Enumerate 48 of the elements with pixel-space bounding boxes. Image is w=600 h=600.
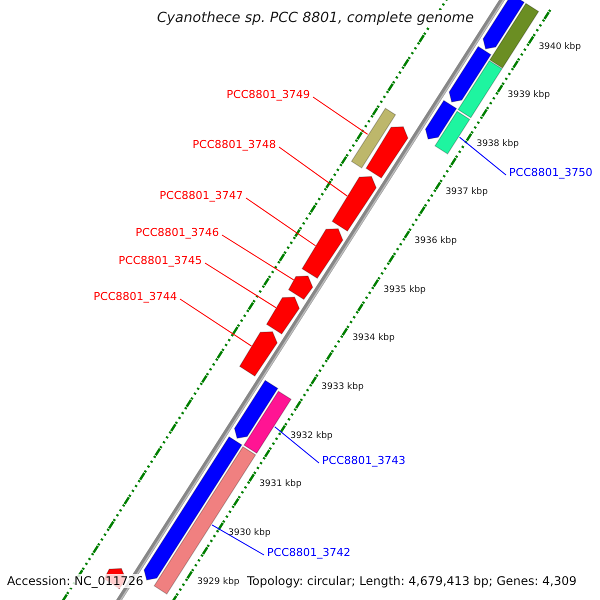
gene-block <box>266 296 300 335</box>
leader-line <box>459 136 506 176</box>
accession-text: Accession: NC_011726 <box>6 574 144 588</box>
gene-label: PCC8801_3750 <box>509 167 592 178</box>
gene-block <box>239 331 278 377</box>
gene-label: PCC8801_3745 <box>118 255 202 266</box>
leader-line <box>278 146 348 197</box>
gene-block <box>288 275 314 300</box>
genome-summary-text: Topology: circular; Length: 4,679,413 bp; Genes: 4,309 <box>246 574 578 588</box>
scale-label: 3936 kbp <box>414 237 457 246</box>
gene-block <box>365 126 408 179</box>
leader-line <box>222 234 294 280</box>
leader-line <box>212 524 264 556</box>
scale-label: 3935 kbp <box>383 286 426 295</box>
gene-block <box>482 0 525 50</box>
gene-block <box>434 110 470 155</box>
map-title: Cyanothece sp. PCC 8801, complete genome <box>155 10 476 26</box>
gene-block <box>424 100 458 140</box>
gene-block <box>234 380 278 439</box>
gene-label: PCC8801_3743 <box>322 455 406 466</box>
gene-label: PCC8801_3749 <box>226 89 310 100</box>
gene-label: PCC8801_3748 <box>192 139 276 150</box>
gene-block <box>489 2 540 69</box>
gene-label: PCC8801_3744 <box>94 291 177 302</box>
gene-label: PCC8801_3742 <box>267 547 350 558</box>
scale-label: 3933 kbp <box>321 383 364 392</box>
scale-label: 3937 kbp <box>445 188 488 198</box>
scale-label: 3934 kbp <box>352 334 395 344</box>
scale-label: 3939 kbp <box>508 91 550 100</box>
scale-label: 3930 kbp <box>228 528 271 538</box>
leader-line <box>204 262 276 308</box>
gene-block <box>332 176 377 232</box>
gene-block <box>457 60 503 118</box>
gene-label: PCC8801_3746 <box>136 227 219 238</box>
leader-line <box>274 426 320 464</box>
gene-block <box>301 228 344 279</box>
scale-label: 3932 kbp <box>290 432 333 441</box>
scale-label: 3929 kbp <box>197 578 240 587</box>
leader-line <box>180 298 252 347</box>
gene-block <box>350 108 396 169</box>
gene-block <box>243 390 292 454</box>
scale-label: 3938 kbp <box>476 140 519 149</box>
leader-line <box>312 96 368 135</box>
scale-label: 3940 kbp <box>538 42 581 52</box>
leader-line <box>246 198 316 246</box>
gene-label: PCC8801_3747 <box>160 190 243 201</box>
gene-block <box>448 46 492 103</box>
scale-label: 3931 kbp <box>259 480 302 490</box>
